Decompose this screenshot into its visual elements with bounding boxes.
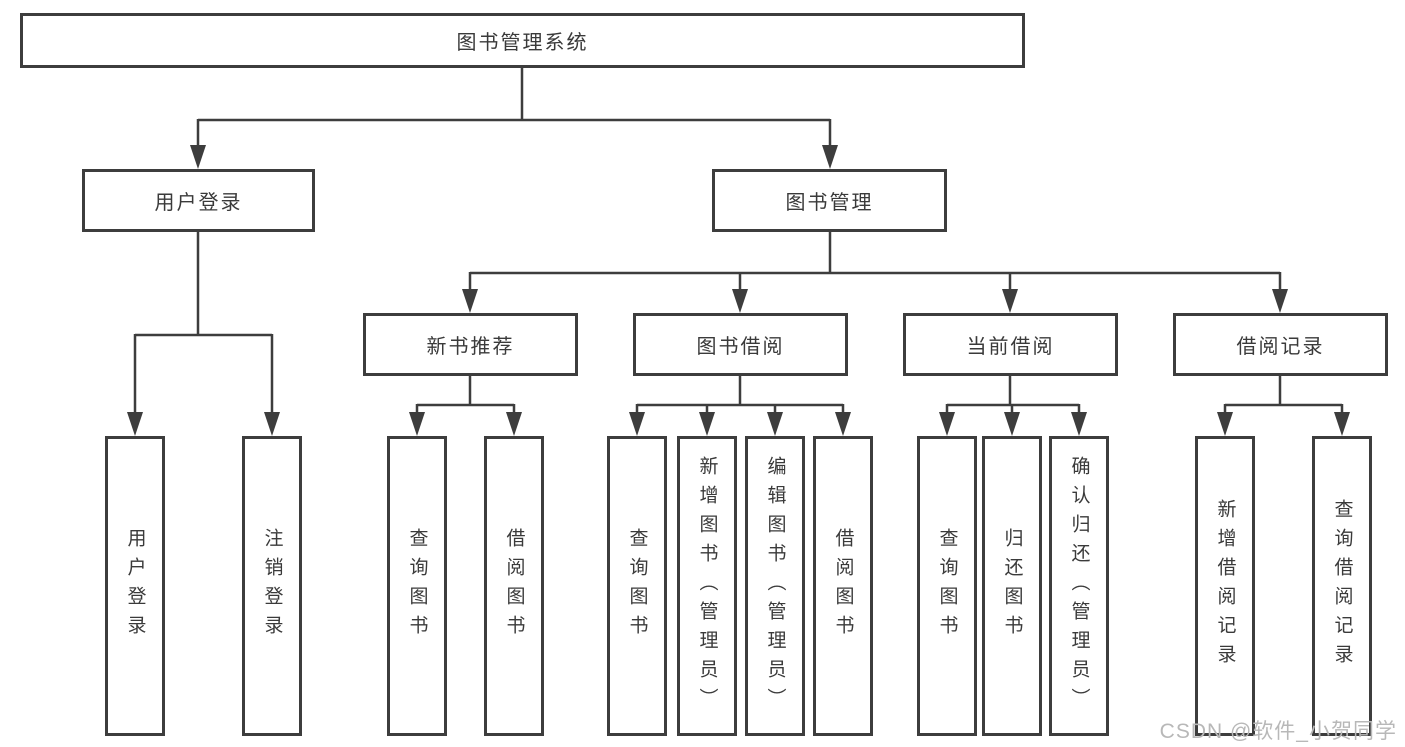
node-label: 查询图书 — [936, 528, 958, 644]
leaf-add-borrow-record: 新增借阅记录 — [1195, 436, 1255, 736]
arrowhead — [264, 412, 280, 436]
leaf-user-login: 用户登录 — [105, 436, 165, 736]
arrowhead — [629, 412, 645, 436]
node-book-borrowing: 图书借阅 — [633, 313, 848, 376]
node-borrowing-records: 借阅记录 — [1173, 313, 1388, 376]
arrowhead — [1272, 289, 1288, 313]
leaf-query-borrow-record: 查询借阅记录 — [1312, 436, 1372, 736]
node-label: 借阅图书 — [832, 528, 854, 644]
node-new-book-recommend: 新书推荐 — [363, 313, 578, 376]
node-label: 查询图书 — [406, 528, 428, 644]
leaf-query-books-current: 查询图书 — [917, 436, 977, 736]
node-label: 查询借阅记录 — [1331, 499, 1353, 673]
node-current-borrowing: 当前借阅 — [903, 313, 1118, 376]
arrowhead — [767, 412, 783, 436]
arrowhead — [506, 412, 522, 436]
arrowhead — [822, 145, 838, 169]
arrowhead — [835, 412, 851, 436]
node-library-management-system: 图书管理系统 — [20, 13, 1025, 68]
node-label: 查询图书 — [626, 528, 648, 644]
arrowhead — [732, 289, 748, 313]
node-label: 图书管理 — [785, 192, 874, 214]
node-book-management: 图书管理 — [712, 169, 947, 232]
arrowhead — [699, 412, 715, 436]
arrowhead — [1004, 412, 1020, 436]
node-label: 当前借阅 — [966, 336, 1055, 358]
leaf-add-books-admin: 新增图书（管理员） — [677, 436, 737, 736]
arrowhead — [1071, 412, 1087, 436]
node-label: 归还图书 — [1001, 528, 1023, 644]
node-label: 新书推荐 — [426, 336, 515, 358]
arrowhead — [1334, 412, 1350, 436]
leaf-query-books-recommend: 查询图书 — [387, 436, 447, 736]
node-label: 用户登录 — [154, 192, 243, 214]
leaf-borrow-books: 借阅图书 — [813, 436, 873, 736]
leaf-query-books-borrow: 查询图书 — [607, 436, 667, 736]
leaf-logout: 注销登录 — [242, 436, 302, 736]
node-label: 确认归还（管理员） — [1068, 455, 1090, 717]
arrowhead — [1002, 289, 1018, 313]
node-user-login: 用户登录 — [82, 169, 315, 232]
node-label: 编辑图书（管理员） — [764, 455, 786, 717]
node-label: 图书借阅 — [696, 336, 785, 358]
arrowhead — [409, 412, 425, 436]
node-label: 借阅图书 — [503, 528, 525, 644]
node-label: 借阅记录 — [1236, 336, 1325, 358]
node-label: 注销登录 — [261, 528, 283, 644]
node-label: 图书管理系统 — [456, 32, 589, 54]
arrowhead — [190, 145, 206, 169]
leaf-return-books: 归还图书 — [982, 436, 1042, 736]
arrowhead — [462, 289, 478, 313]
node-label: 用户登录 — [124, 528, 146, 644]
node-label: 新增图书（管理员） — [696, 455, 718, 717]
leaf-confirm-return-admin: 确认归还（管理员） — [1049, 436, 1109, 736]
leaf-edit-books-admin: 编辑图书（管理员） — [745, 436, 805, 736]
csdn-watermark: CSDN @软件_小贺同学 — [1159, 720, 1397, 743]
arrowhead — [127, 412, 143, 436]
node-label: 新增借阅记录 — [1214, 499, 1236, 673]
arrowhead — [939, 412, 955, 436]
arrowhead — [1217, 412, 1233, 436]
leaf-borrow-books-recommend: 借阅图书 — [484, 436, 544, 736]
